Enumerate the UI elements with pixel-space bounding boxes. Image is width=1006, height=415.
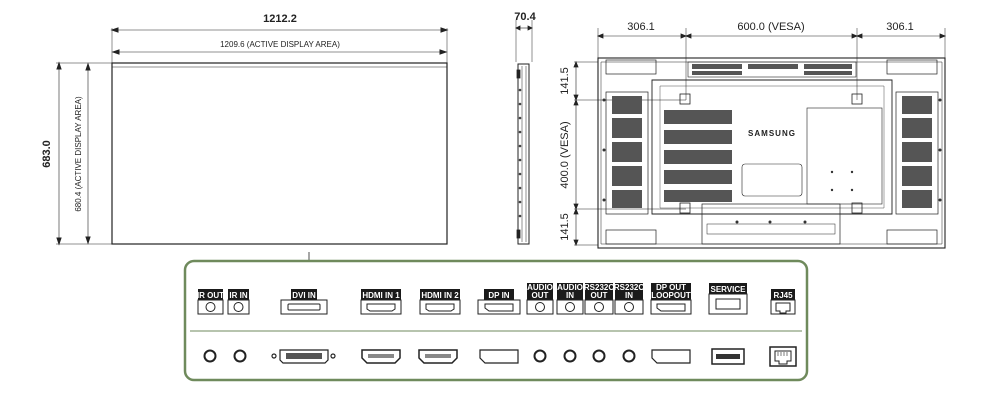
- label-audio-out-line1: AUDIO: [527, 283, 553, 292]
- dp-out-icon: [656, 303, 686, 312]
- side-view: [515, 20, 533, 245]
- label-audio-out-line2: OUT: [532, 291, 549, 300]
- rear-screws: [602, 98, 942, 224]
- label-dvi-in: DVI IN: [292, 291, 316, 300]
- rear-brand: SAMSUNG: [748, 129, 796, 138]
- front-view: [56, 27, 449, 246]
- side-view-screws: [518, 88, 522, 218]
- audio-in-icon: [565, 302, 575, 312]
- ir-out-jack: [203, 349, 217, 363]
- label-dp-out-line2: (LOOPOUT): [649, 291, 694, 300]
- label-rs232c-out-line2: OUT: [591, 291, 608, 300]
- rear-dim-top: 141.5: [559, 67, 571, 95]
- rj45-icon: [775, 302, 791, 314]
- dp-in-connector: [479, 349, 519, 364]
- rear-dim-bottom: 141.5: [559, 213, 571, 241]
- hdmi-in-1-icon: [366, 303, 396, 312]
- front-active-width-dim: 1209.6 (ACTIVE DISPLAY AREA): [220, 40, 340, 49]
- rear-view: [573, 28, 947, 249]
- front-height-dim: 683.0: [41, 140, 53, 168]
- audio-out-icon: [535, 302, 545, 312]
- rear-dim-vesa-vertical: 400.0 (VESA): [559, 121, 571, 188]
- label-ir-out: IR OUT: [197, 291, 224, 300]
- label-rj45: RJ45: [773, 291, 793, 300]
- front-panel-outline: [111, 62, 448, 245]
- port-connectors: [203, 346, 797, 367]
- dp-out-connector: [651, 349, 691, 364]
- rs232c-out-icon: [594, 302, 604, 312]
- front-active-height-dim: 680.4 (ACTIVE DISPLAY AREA): [74, 96, 83, 212]
- ir-in-icon: [233, 302, 244, 312]
- rear-dim-right: 306.1: [886, 21, 914, 33]
- ir-in-jack: [233, 349, 247, 363]
- label-hdmi-in-1: HDMI IN 1: [362, 291, 400, 300]
- label-audio-in-line1: AUDIO: [557, 283, 583, 292]
- rs232c-out-jack: [592, 349, 606, 363]
- hdmi-in-2-icon: [425, 303, 455, 312]
- rear-dim-vesa-horizontal: 600.0 (VESA): [737, 21, 804, 33]
- label-service: SERVICE: [711, 285, 747, 294]
- label-rs232c-out-line1: RS232C: [584, 283, 614, 292]
- rs232c-in-jack: [622, 349, 636, 363]
- rs232c-in-icon: [624, 302, 634, 312]
- label-rs232c-in-line2: IN: [625, 291, 633, 300]
- audio-in-jack: [563, 349, 577, 363]
- dp-in-icon: [484, 303, 514, 312]
- label-dp-in: DP IN: [488, 291, 509, 300]
- dvi-in-icon: [287, 303, 321, 311]
- rear-dim-left: 306.1: [627, 21, 655, 33]
- label-hdmi-in-2: HDMI IN 2: [421, 291, 459, 300]
- front-width-dim: 1212.2: [263, 13, 297, 25]
- label-audio-in-line2: IN: [566, 291, 574, 300]
- side-depth-dim: 70.4: [514, 11, 536, 23]
- label-dp-out-line1: DP OUT: [656, 283, 686, 292]
- ir-out-icon: [205, 302, 216, 312]
- label-rs232c-in-line1: RS232C: [614, 283, 644, 292]
- port-icons-top: [197, 293, 796, 315]
- label-ir-in: IR IN: [229, 291, 247, 300]
- audio-out-jack: [533, 349, 547, 363]
- service-icon: [715, 298, 741, 310]
- port-labels: IR OUT IR IN DVI IN HDMI IN 1 HDMI IN 2 …: [197, 283, 795, 300]
- rear-vents: [612, 64, 932, 208]
